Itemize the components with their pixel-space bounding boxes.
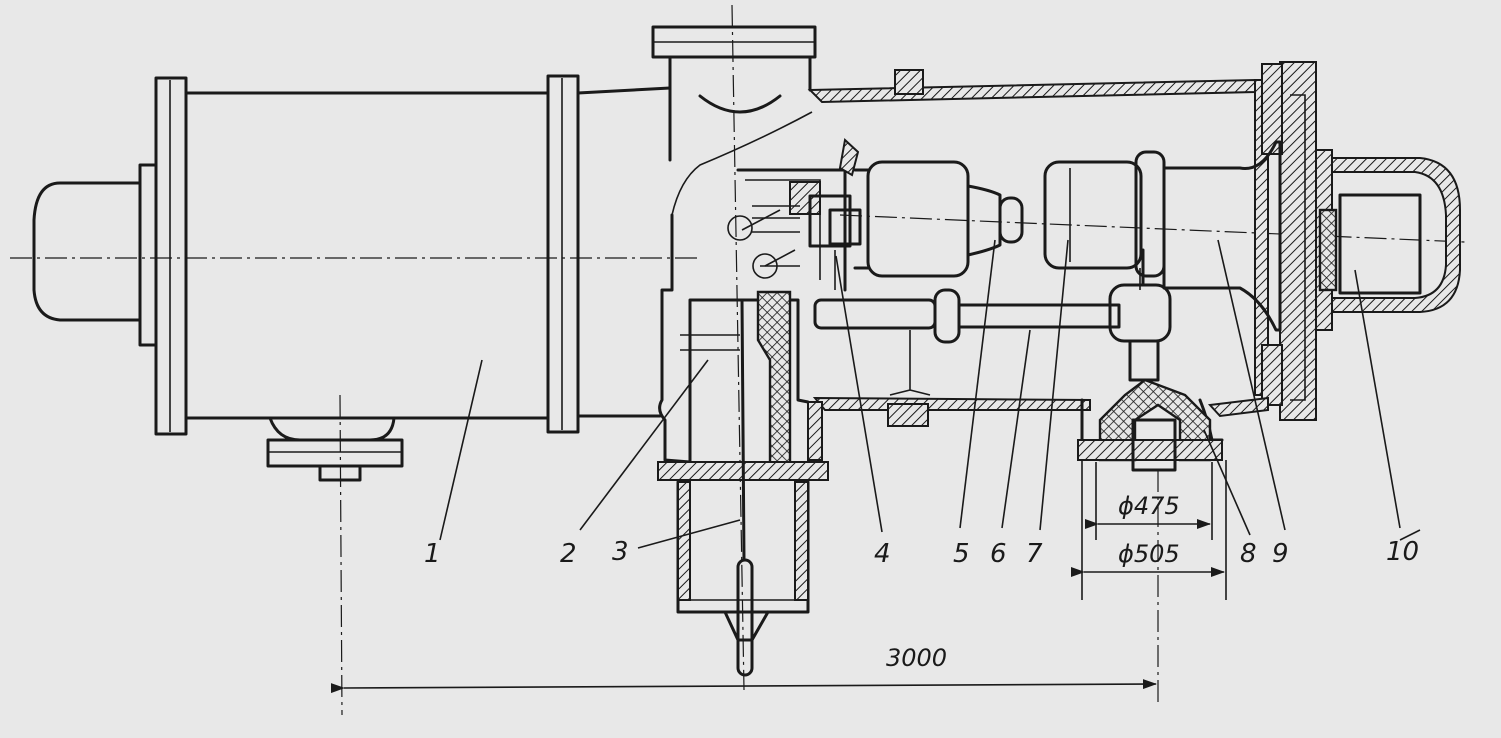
- breaker-column: [657, 213, 829, 677]
- callout-6: 6: [990, 539, 1007, 569]
- dimension-phi475: ϕ475: [1118, 492, 1180, 520]
- callout-2: 2: [560, 539, 577, 569]
- bushings: [853, 140, 1282, 332]
- callout-1: 1: [424, 539, 441, 569]
- dimension-lines: [330, 460, 1227, 694]
- contact-mechanism: [727, 138, 862, 292]
- dimension-labels: 3000 ϕ475 ϕ505: [886, 492, 1180, 672]
- leader-lines: [439, 239, 1421, 549]
- right-housing: [807, 61, 1317, 461]
- callout-5: 5: [953, 539, 970, 569]
- callout-labels: 1 2 3 4 5 6 7 8 9 10: [424, 537, 1419, 569]
- callout-10: 10: [1386, 537, 1419, 567]
- callout-3: 3: [612, 537, 629, 567]
- centre-lines: [10, 4, 1466, 716]
- dimension-3000: 3000: [886, 644, 947, 672]
- support-cone: [1077, 378, 1224, 472]
- callout-4: 4: [874, 539, 891, 569]
- linkage-rod: [813, 248, 1172, 396]
- right-dome: [1315, 149, 1461, 331]
- callout-8: 8: [1240, 539, 1257, 569]
- callout-7: 7: [1026, 539, 1043, 569]
- dimension-phi505: ϕ505: [1118, 540, 1180, 568]
- left-tank: [32, 74, 672, 482]
- top-outlet: [651, 25, 817, 216]
- callout-9: 9: [1272, 539, 1289, 569]
